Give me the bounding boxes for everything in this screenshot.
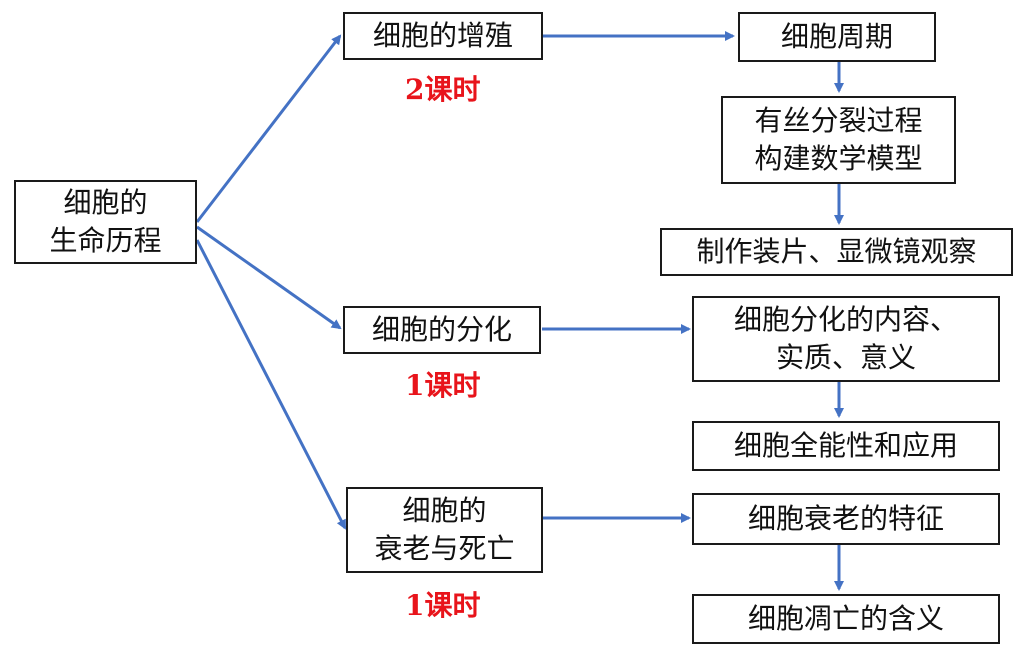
branch-proliferation: 细胞的增殖 bbox=[343, 12, 543, 60]
node-differentiation-content: 细胞分化的内容、 实质、意义 bbox=[692, 296, 1000, 382]
arrow-root-to-aging bbox=[195, 239, 347, 530]
node-slide-microscope: 制作装片、显微镜观察 bbox=[660, 228, 1013, 276]
root-node: 细胞的 生命历程 bbox=[14, 180, 197, 264]
branch-differentiation: 细胞的分化 bbox=[343, 306, 541, 354]
differentiation-hours: 1课时 bbox=[405, 369, 481, 402]
node-totipotency: 细胞全能性和应用 bbox=[692, 421, 1000, 471]
arrow-root-to-differentiation bbox=[196, 225, 342, 330]
aging-hours: 1课时 bbox=[405, 589, 481, 622]
node-apoptosis-meaning: 细胞凋亡的含义 bbox=[692, 594, 1000, 644]
node-cell-cycle: 细胞周期 bbox=[738, 12, 936, 62]
branch-aging: 细胞的 衰老与死亡 bbox=[346, 487, 543, 573]
node-aging-features: 细胞衰老的特征 bbox=[692, 493, 1000, 545]
proliferation-hours: 2课时 bbox=[405, 73, 481, 106]
arrow-root-to-proliferation bbox=[195, 34, 342, 223]
node-mitosis-model: 有丝分裂过程 构建数学模型 bbox=[721, 96, 956, 184]
